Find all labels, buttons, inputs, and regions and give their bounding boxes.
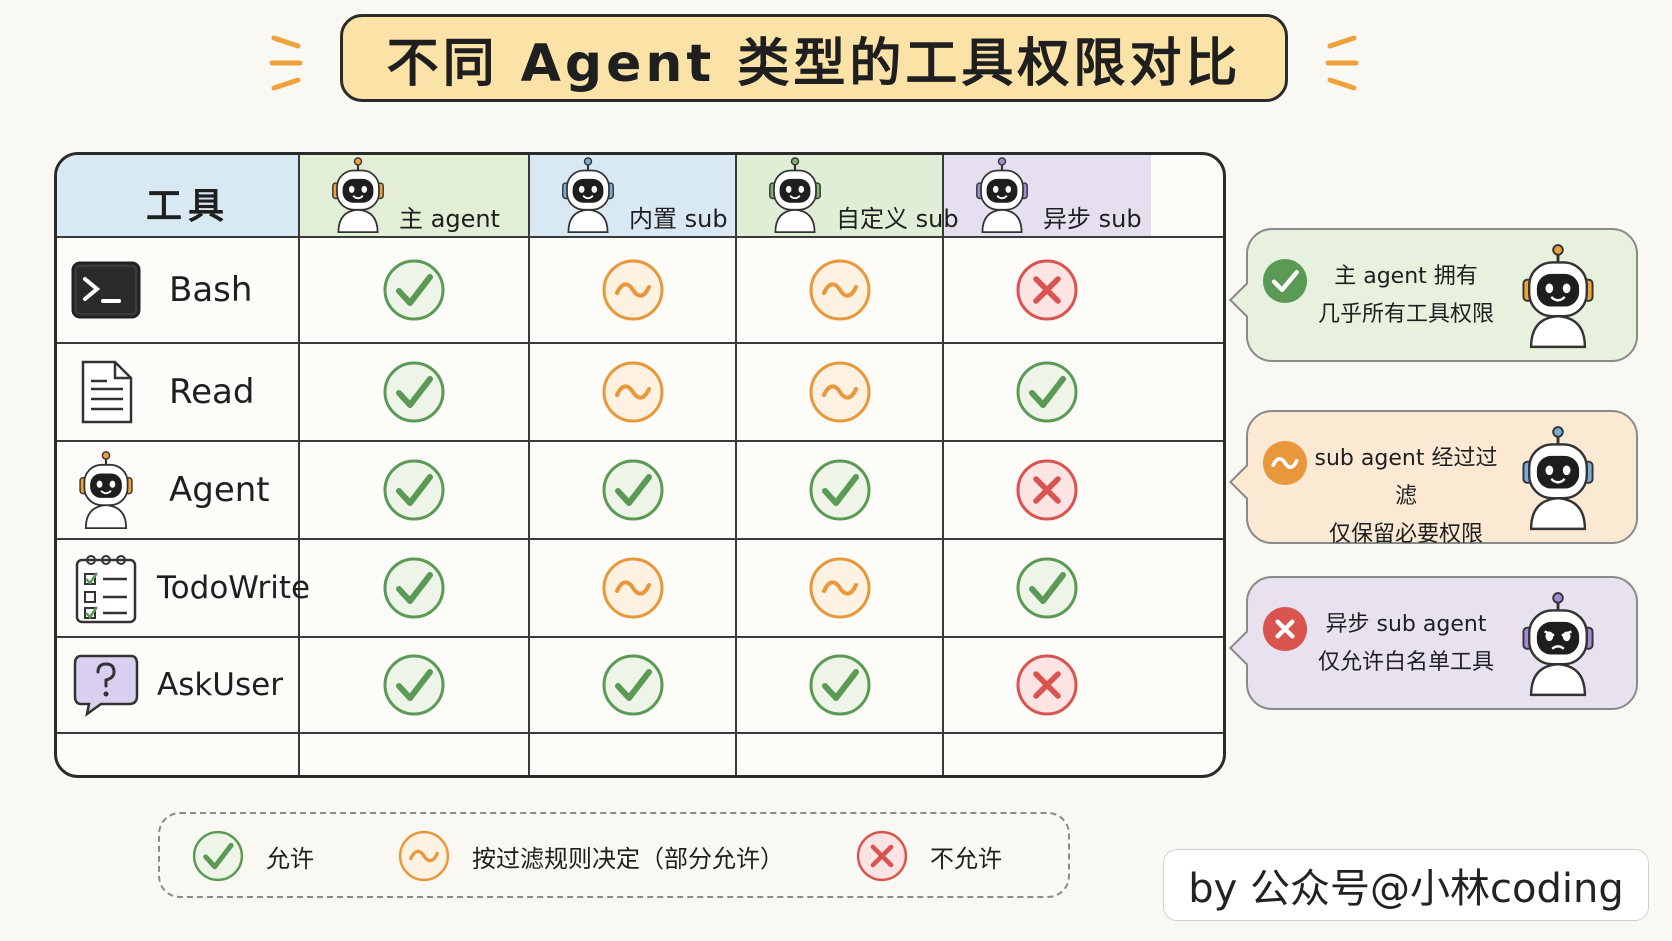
header-async-sub-robot-icon [967, 155, 1037, 239]
callout-partial: sub agent 经过过滤仅保留必要权限 [1229, 410, 1638, 547]
legend: 允许 按过滤规则决定（部分允许） 不允许 [158, 812, 1070, 898]
tool-cell-todowrite: TodoWrite [57, 539, 319, 637]
allow-mark-icon [1013, 554, 1081, 622]
callout-line: 仅允许白名单工具 [1317, 650, 1494, 675]
allow-mark-icon [380, 651, 448, 719]
callout-line: sub agent 经过过滤 [1314, 446, 1498, 509]
table-row: Bash [57, 237, 1223, 343]
checklist-icon [57, 552, 155, 624]
header-tool-cell: 工具 [57, 155, 319, 251]
partial-mark-icon [806, 554, 874, 622]
table-row: Agent [57, 441, 1223, 539]
deny-mark-icon [1013, 256, 1081, 324]
credit-badge: by 公众号@小林coding [1163, 849, 1649, 921]
legend-allow-mark-icon [190, 828, 246, 884]
tool-cell-agent: Agent [57, 441, 319, 539]
question-bubble-icon [57, 652, 155, 718]
title-banner: 不同 Agent 类型的工具权限对比 [340, 14, 1288, 102]
tool-cell-read: Read [57, 343, 319, 441]
title-sparkle-left-icon [269, 35, 303, 91]
tool-name: Bash [169, 270, 253, 310]
partial-mark-icon [599, 358, 667, 426]
callout-line: 主 agent 拥有 [1334, 264, 1478, 289]
deny-mark-icon [1013, 651, 1081, 719]
allow-mark-icon [806, 456, 874, 524]
tool-name: TodoWrite [157, 570, 311, 606]
allow-mark-icon [380, 554, 448, 622]
allow-mark-icon [380, 256, 448, 324]
tool-name: Read [169, 372, 255, 412]
robot-thumbs-up-icon [1510, 240, 1606, 356]
table-row: TodoWrite [57, 539, 1223, 637]
robot-thinking-icon [1510, 422, 1606, 538]
header-tool-label: 工具 [145, 186, 230, 227]
header-main-agent-label: 主 agent [399, 205, 500, 233]
legend-label: 不允许 [930, 844, 1002, 873]
allow-mark-icon [599, 651, 667, 719]
callout-line: 仅保留必要权限 [1328, 522, 1483, 547]
partial-mark-icon [806, 358, 874, 426]
table-row: Read [57, 343, 1223, 441]
allow-mark-icon [806, 651, 874, 719]
header-async-sub-label: 异步 sub [1043, 205, 1142, 233]
header-custom-sub-robot-icon [760, 155, 830, 239]
tool-name: AskUser [157, 667, 283, 703]
callout-text: 主 agent 拥有几乎所有工具权限 [1306, 258, 1506, 334]
deny-mark-icon [1013, 456, 1081, 524]
legend-label: 按过滤规则决定（部分允许） [472, 844, 784, 873]
legend-item-partial: 按过滤规则决定（部分允许） [396, 828, 784, 884]
legend-label: 允许 [266, 844, 314, 873]
partial-mark-icon [599, 256, 667, 324]
tool-name: Agent [169, 470, 270, 510]
legend-partial-mark-icon [396, 828, 452, 884]
partial-mark-icon [806, 256, 874, 324]
legend-deny-mark-icon [854, 828, 910, 884]
allow-mark-icon [380, 456, 448, 524]
terminal-icon [57, 261, 155, 319]
title-sparkle-right-icon [1325, 35, 1359, 91]
header-custom-sub-label: 自定义 sub [836, 205, 959, 233]
callout-text: sub agent 经过过滤仅保留必要权限 [1306, 440, 1506, 554]
header-builtin-sub-robot-icon [553, 155, 623, 239]
callout-allow: 主 agent 拥有几乎所有工具权限 [1229, 228, 1638, 362]
partial-mark-icon [599, 554, 667, 622]
tool-cell-bash: Bash [57, 237, 319, 343]
callout-line: 异步 sub agent [1325, 612, 1487, 637]
callout-pointer [1229, 283, 1263, 317]
table-row: AskUser [57, 637, 1223, 733]
callout-deny-mark-icon [1260, 604, 1310, 658]
callout-text: 异步 sub agent 仅允许白名单工具 [1306, 606, 1506, 682]
page-title: 不同 Agent 类型的工具权限对比 [386, 33, 1242, 94]
allow-mark-icon [599, 456, 667, 524]
header-main-agent-robot-icon [323, 155, 393, 239]
legend-item-deny: 不允许 [854, 828, 1002, 884]
robot-arms-crossed-icon [1510, 588, 1606, 704]
callout-pointer [1229, 465, 1263, 499]
robot-icon [57, 450, 155, 530]
callout-allow-mark-icon [1260, 256, 1310, 310]
credit-text: by 公众号@小林coding [1188, 866, 1624, 912]
callout-partial-mark-icon [1260, 438, 1310, 492]
tool-cell-askuser: AskUser [57, 637, 319, 733]
allow-mark-icon [380, 358, 448, 426]
permission-table: 工具 主 agent 内置 sub 自定义 sub [54, 152, 1226, 778]
callout-line: 几乎所有工具权限 [1317, 302, 1494, 327]
allow-mark-icon [1013, 358, 1081, 426]
callout-pointer [1229, 631, 1263, 665]
legend-item-allow: 允许 [190, 828, 314, 884]
callout-deny: 异步 sub agent 仅允许白名单工具 [1229, 576, 1638, 710]
header-builtin-sub-label: 内置 sub [629, 205, 728, 233]
document-icon [57, 359, 155, 425]
